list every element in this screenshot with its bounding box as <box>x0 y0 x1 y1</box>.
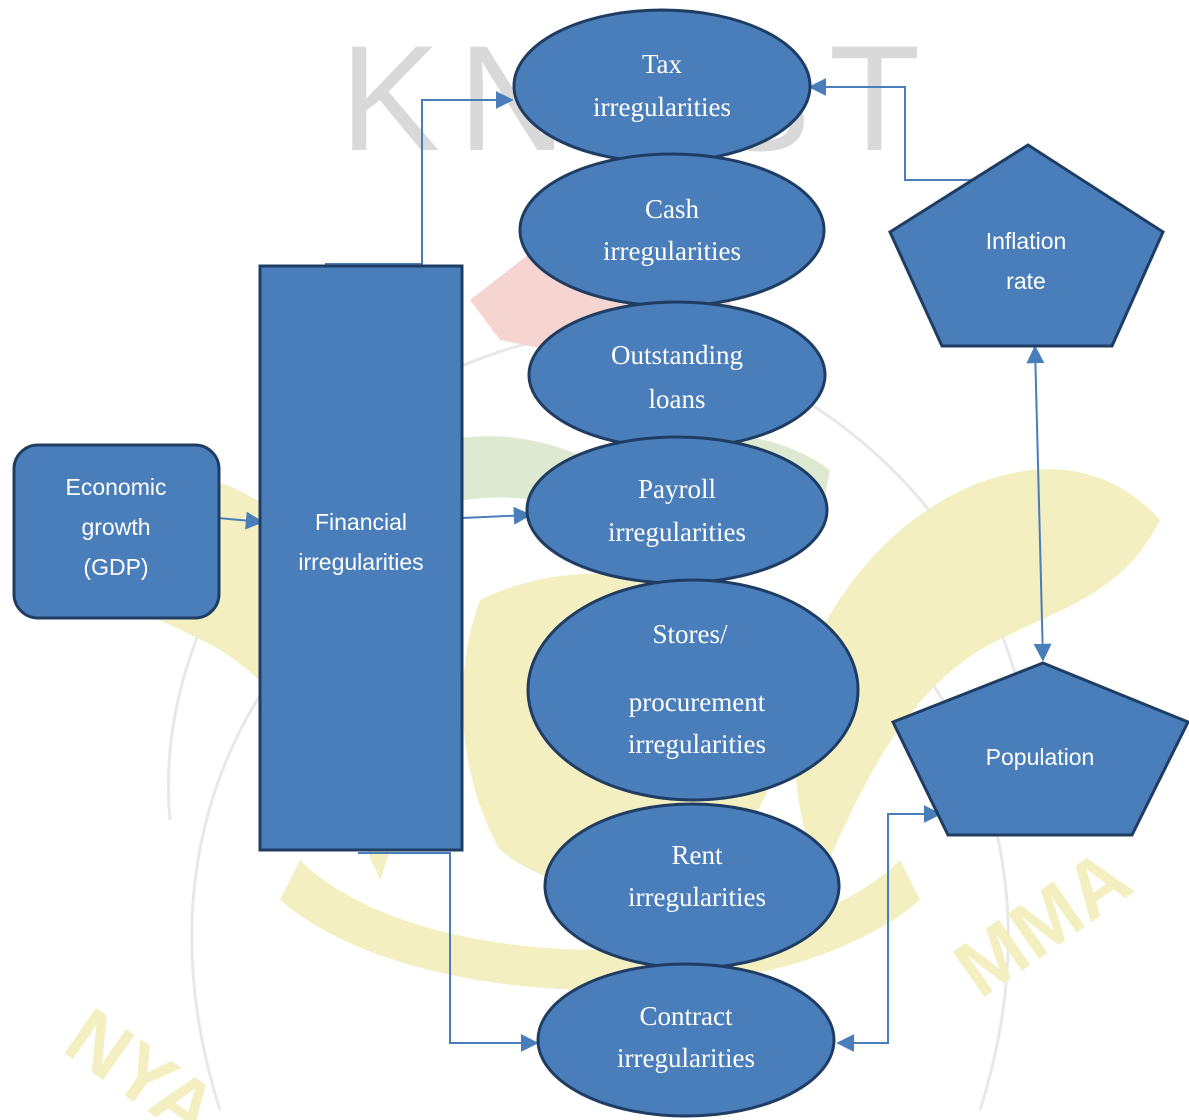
economic-growth-line-3: (GDP) <box>83 554 148 580</box>
outstanding-loans-ellipse <box>527 300 827 450</box>
node-tax-irregularities: Tax irregularities <box>512 8 812 164</box>
edge-financial-to-tax <box>325 91 514 265</box>
contract-irregularities-ellipse <box>536 962 836 1118</box>
rent-irregularities-line-2: irregularities <box>628 882 766 912</box>
population-label: Population <box>986 744 1095 770</box>
tax-irregularities-ellipse <box>512 8 812 164</box>
economic-growth-line-1: Economic <box>66 474 167 500</box>
watermark-arc-right: MMA <box>939 831 1147 1013</box>
edge-financial-to-payroll <box>461 506 532 525</box>
contract-irregularities-line-2: irregularities <box>617 1043 755 1073</box>
node-stores-procurement-irregularities: Stores/ procurement irregularities <box>526 578 860 802</box>
payroll-irregularities-line-1: Payroll <box>638 474 716 504</box>
financial-irregularities-line-2: irregularities <box>298 549 423 575</box>
tax-irregularities-line-1: Tax <box>642 49 683 79</box>
stores-procurement-line-2: procurement <box>629 687 766 717</box>
tax-irregularities-line-2: irregularities <box>593 92 731 122</box>
outstanding-loans-line-2: loans <box>649 384 706 414</box>
edge-tax-inflation <box>808 78 1005 189</box>
rent-irregularities-line-1: Rent <box>672 840 723 870</box>
watermark-ring-right <box>898 639 1010 1111</box>
contract-irregularities-line-1: Contract <box>640 1001 733 1031</box>
payroll-irregularities-line-2: irregularities <box>608 517 746 547</box>
node-rent-irregularities: Rent irregularities <box>543 802 841 970</box>
economic-growth-box <box>12 443 221 620</box>
node-cash-irregularities: Cash irregularities <box>518 152 826 308</box>
cash-irregularities-line-1: Cash <box>645 194 700 224</box>
node-financial-irregularities: Financial irregularities <box>258 264 464 852</box>
inflation-rate-pentagon <box>888 143 1165 348</box>
financial-irregularities-line-1: Financial <box>315 509 407 535</box>
stores-procurement-line-3: irregularities <box>628 729 766 759</box>
financial-irregularities-box <box>258 264 464 852</box>
node-contract-irregularities: Contract irregularities <box>536 962 836 1118</box>
watermark-wing-right <box>794 469 1160 880</box>
cash-irregularities-ellipse <box>518 152 826 308</box>
inflation-rate-line-2: rate <box>1006 268 1046 294</box>
edge-financial-to-contract <box>358 852 539 1052</box>
cash-irregularities-line-2: irregularities <box>603 236 741 266</box>
stores-procurement-line-1: Stores/ <box>652 619 728 649</box>
population-pentagon <box>890 661 1189 837</box>
node-economic-growth: Economic growth (GDP) <box>12 443 221 620</box>
economic-growth-line-2: growth <box>81 514 150 540</box>
node-population: Population <box>890 661 1189 837</box>
connectors <box>217 78 1052 1052</box>
node-outstanding-loans: Outstanding loans <box>527 300 827 450</box>
node-inflation-rate: Inflation rate <box>888 143 1165 348</box>
outstanding-loans-line-1: Outstanding <box>611 340 743 370</box>
inflation-rate-line-1: Inflation <box>986 228 1067 254</box>
edge-inflation-population <box>1026 345 1052 662</box>
stores-procurement-ellipse <box>526 578 860 802</box>
edge-population-contract <box>836 805 942 1052</box>
node-payroll-irregularities: Payroll irregularities <box>525 435 829 585</box>
edge-gdp-to-financial <box>217 511 264 530</box>
payroll-irregularities-ellipse <box>525 435 829 585</box>
